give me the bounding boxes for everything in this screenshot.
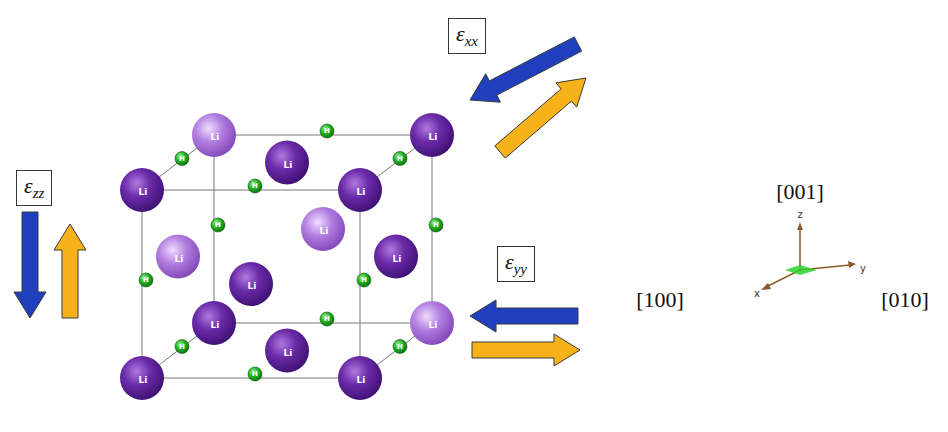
atom-label: Li — [357, 187, 366, 197]
lithium-atom — [120, 168, 164, 212]
lithium-atom — [410, 113, 454, 157]
strain-symbol: εzz — [24, 174, 44, 202]
axis-label: z — [797, 209, 802, 220]
hydrogen-atom — [357, 273, 371, 287]
atom-label: H — [215, 221, 221, 229]
lithium-atom — [229, 262, 273, 306]
atom-label: Li — [139, 375, 148, 385]
hydrogen-atom — [248, 179, 262, 193]
lithium-atom — [338, 168, 382, 212]
lithium-atom — [120, 356, 164, 400]
axis-label: y — [860, 263, 866, 274]
lithium-atom — [192, 113, 236, 157]
atom-label: H — [397, 155, 403, 163]
atom-label: H — [143, 276, 149, 284]
cell-edges — [142, 135, 432, 378]
atom-label: Li — [284, 160, 293, 170]
strain-symbol: εxx — [456, 22, 478, 50]
strain-arrow — [470, 300, 578, 332]
lithium-atom — [265, 329, 309, 373]
atom-label: H — [397, 343, 403, 351]
atom-label: H — [252, 182, 258, 190]
lithium-atom — [301, 207, 345, 251]
atom-label: H — [324, 315, 330, 323]
atom-label: Li — [248, 281, 257, 291]
atom-label: Li — [211, 320, 220, 330]
atom-label: Li — [175, 254, 184, 264]
atom-label: Li — [429, 132, 438, 142]
hydrogen-atom — [211, 218, 225, 232]
strain-label-box: εxx — [448, 18, 486, 54]
atom-label: H — [179, 343, 185, 351]
hydrogen-atom — [429, 218, 443, 232]
atom-label: H — [324, 127, 330, 135]
atom-label: Li — [357, 375, 366, 385]
hydrogen-atom — [175, 152, 189, 166]
atom-label: H — [361, 276, 367, 284]
hydrogen-atom — [393, 340, 407, 354]
atom-label: H — [252, 370, 258, 378]
strain-arrow — [472, 334, 580, 366]
atom-label: Li — [284, 348, 293, 358]
axis-triad — [761, 222, 856, 290]
strain-label-box: εyy — [497, 246, 535, 282]
lithium-atom — [265, 141, 309, 185]
atom-label: Li — [429, 320, 438, 330]
hydrogen-atom — [248, 367, 262, 381]
hydrogen-atom — [320, 312, 334, 326]
direction-label: [010] — [881, 287, 929, 313]
atoms — [120, 113, 454, 400]
hydrogen-atom — [139, 273, 153, 287]
atom-label: Li — [320, 226, 329, 236]
lithium-atom — [338, 356, 382, 400]
strain-arrow — [54, 224, 86, 318]
strain-symbol: εyy — [505, 250, 527, 278]
lithium-atom — [410, 301, 454, 345]
strain-arrows — [14, 37, 586, 366]
atom-label: Li — [211, 132, 220, 142]
axis-label: x — [754, 288, 760, 299]
hydrogen-atom — [393, 152, 407, 166]
hydrogen-atom — [175, 340, 189, 354]
lithium-atom — [192, 301, 236, 345]
atom-label: Li — [393, 254, 402, 264]
atom-label: H — [433, 221, 439, 229]
direction-label: [001] — [776, 179, 824, 205]
strain-arrow — [495, 78, 586, 158]
direction-label: [100] — [636, 287, 684, 313]
hydrogen-atom — [320, 124, 334, 138]
lithium-atom — [374, 235, 418, 279]
strain-label-box: εzz — [16, 170, 52, 206]
lithium-atom — [156, 235, 200, 279]
strain-arrow — [14, 212, 46, 318]
atom-label: Li — [139, 187, 148, 197]
atom-label: H — [179, 155, 185, 163]
